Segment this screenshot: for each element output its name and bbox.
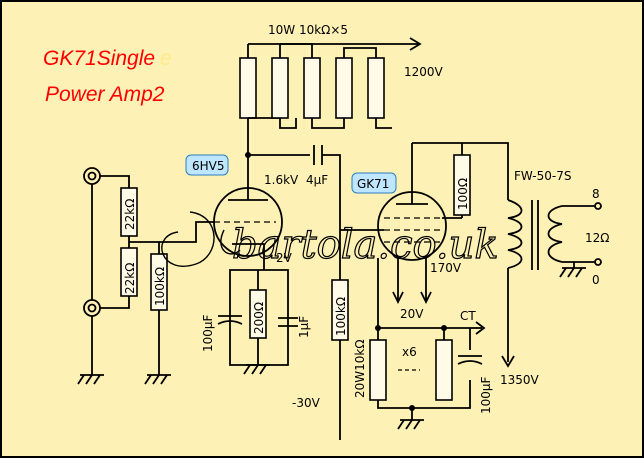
input-res-1-label: 22kΩ	[123, 199, 137, 230]
load-resistor-5	[367, 57, 385, 119]
ct-arrow	[475, 321, 486, 335]
b-plus-top-label: 1200V	[404, 65, 444, 79]
filament-resistor	[369, 339, 387, 401]
ground-symbol-output	[559, 267, 586, 278]
title-line1: GK71Single	[43, 47, 155, 70]
ground-symbol-grid	[144, 374, 171, 385]
tap-8-label: 8	[592, 187, 600, 201]
input-wire-top	[100, 175, 130, 188]
transformer-core	[531, 200, 539, 270]
input-wire-bottom	[100, 296, 130, 309]
b-plus-bottom-label: 1350V	[500, 373, 540, 387]
bias-voltage-label: -30V	[292, 396, 321, 410]
cathode-res-label: 200Ω	[252, 302, 266, 334]
load-resistor-4	[335, 57, 353, 119]
ground-symbol-input	[77, 374, 104, 385]
output-tube-badge	[351, 172, 397, 194]
coupling-wire-right	[322, 154, 341, 280]
load-resistor-chain	[239, 43, 392, 155]
cathode-electrolytic-cap	[217, 315, 243, 325]
ground-symbol-cathode	[243, 364, 270, 375]
screen-voltage-label: 170V	[430, 261, 462, 275]
watermark-swirl	[220, 229, 241, 255]
filament-cap-label: 100μF	[479, 376, 493, 414]
b-plus-arrow	[409, 37, 422, 51]
driver-tube-badge	[185, 154, 229, 176]
transformer-secondary	[547, 205, 563, 263]
cathode-film-cap	[278, 317, 298, 327]
coupling-voltage-label: 1.6kV	[264, 173, 299, 187]
coupling-cap-label: 4μF	[306, 173, 328, 187]
filament-voltage-label: 20V	[400, 307, 424, 321]
cathode-wires	[229, 250, 289, 345]
plate-wire-output	[412, 142, 509, 200]
cathode-cap-electrolytic-label: 100μF	[201, 314, 215, 352]
input-resistor-2	[120, 247, 138, 297]
cathode-voltage-label: 2V	[276, 251, 293, 265]
filament-res-label: 20W10kΩ	[353, 339, 367, 398]
tap-0-label: 0	[592, 273, 600, 287]
output-grid-res-label: 100kΩ	[334, 297, 348, 336]
title-line2: Power Amp2	[45, 83, 165, 106]
ct-label: CT	[460, 309, 476, 323]
screen-res-label: 100Ω	[456, 178, 470, 210]
tap-8-terminal	[594, 202, 602, 210]
output-tube-label: GK71	[357, 177, 389, 191]
speaker-impedance-label: 12Ω	[585, 231, 609, 245]
grid-feed-wire	[159, 221, 214, 243]
watermark-loop	[161, 211, 215, 267]
b-plus-bottom-arrow	[501, 355, 515, 368]
load-resistor-1	[239, 57, 257, 119]
tap-0-terminal	[594, 258, 602, 266]
tap-0-wire	[562, 261, 596, 268]
load-resistor-2	[271, 57, 289, 119]
title-line1-ghost: e	[160, 47, 172, 70]
filament-capacitor	[457, 355, 483, 365]
transformer-primary	[507, 199, 523, 269]
driver-tube	[213, 155, 283, 257]
load-resistor-3	[303, 57, 321, 119]
load-resistors-label: 10W 10kΩ×5	[268, 23, 348, 37]
transformer-label: FW-50-7S	[514, 169, 571, 183]
filament-ground-bus	[377, 380, 471, 409]
input-res-2-label: 22kΩ	[123, 263, 137, 294]
watermark: bartola.co.uk	[232, 222, 499, 268]
cathode-cap-film-label: 1μF	[297, 316, 311, 338]
grid-res-label: 100kΩ	[153, 267, 167, 306]
ground-symbol-filament	[397, 408, 424, 430]
output-tube	[377, 143, 462, 300]
multiplier-label: x6	[402, 345, 417, 359]
filament-arrows	[392, 291, 432, 305]
driver-tube-label: 6HV5	[192, 159, 225, 173]
filament-resistor-2	[435, 339, 453, 401]
